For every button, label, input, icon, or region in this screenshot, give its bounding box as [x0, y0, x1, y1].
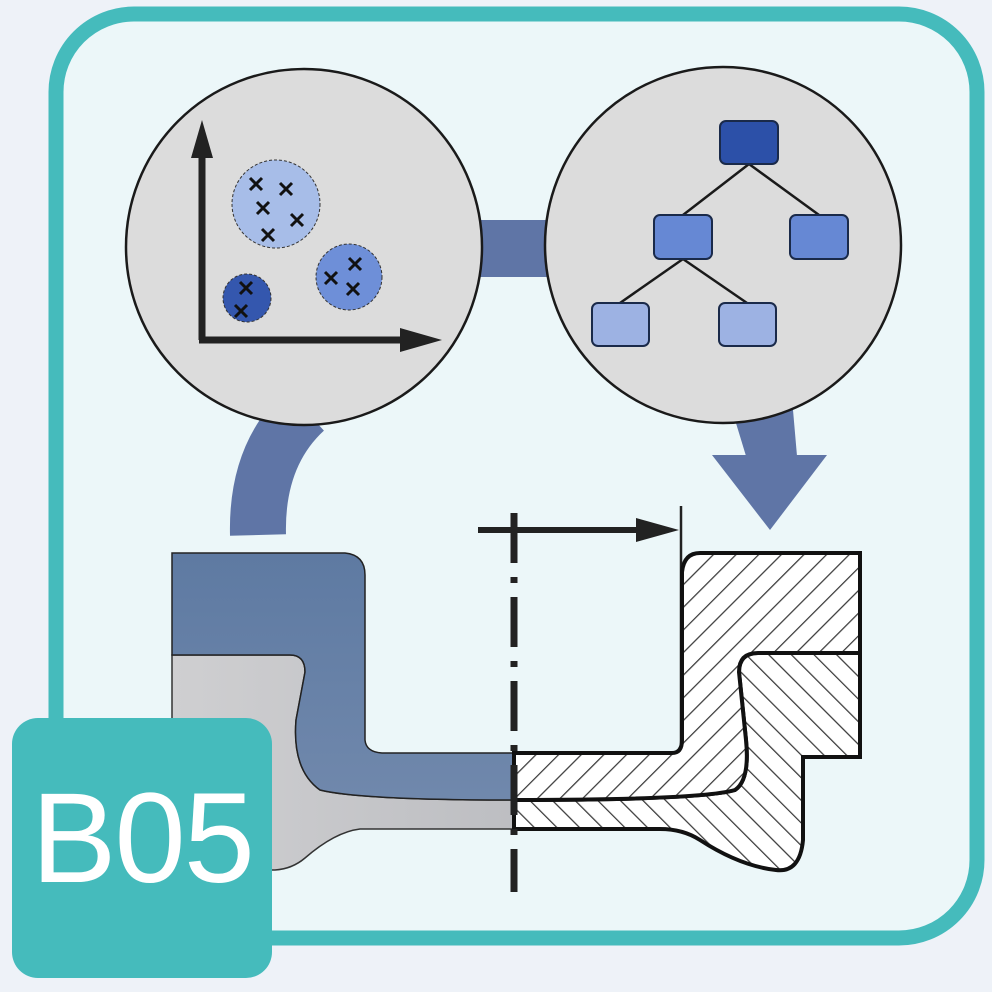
cross-marker	[255, 200, 271, 216]
cross-marker	[278, 181, 294, 197]
tree-node	[653, 214, 713, 260]
cross-marker	[260, 227, 276, 243]
tree-node-leaf	[591, 302, 650, 347]
data-points	[233, 176, 363, 319]
clustering-scatter-icon	[124, 67, 484, 427]
decision-tree-icon	[543, 65, 903, 425]
tree-node-root	[719, 120, 779, 165]
cluster-small	[222, 273, 272, 323]
cluster-medium	[315, 243, 383, 311]
tree-node-leaf	[718, 302, 777, 347]
badge-label: B05	[31, 767, 255, 910]
cross-marker	[323, 270, 339, 286]
cross-marker	[233, 303, 249, 319]
label-badge: B05	[12, 718, 272, 978]
tree-node	[789, 214, 849, 260]
cross-marker	[289, 212, 305, 228]
cross-marker	[345, 281, 361, 297]
cluster-large	[231, 159, 321, 249]
cross-marker	[248, 176, 264, 192]
cross-section-icon	[512, 551, 862, 873]
cross-marker	[347, 256, 363, 272]
cross-marker	[238, 280, 254, 296]
